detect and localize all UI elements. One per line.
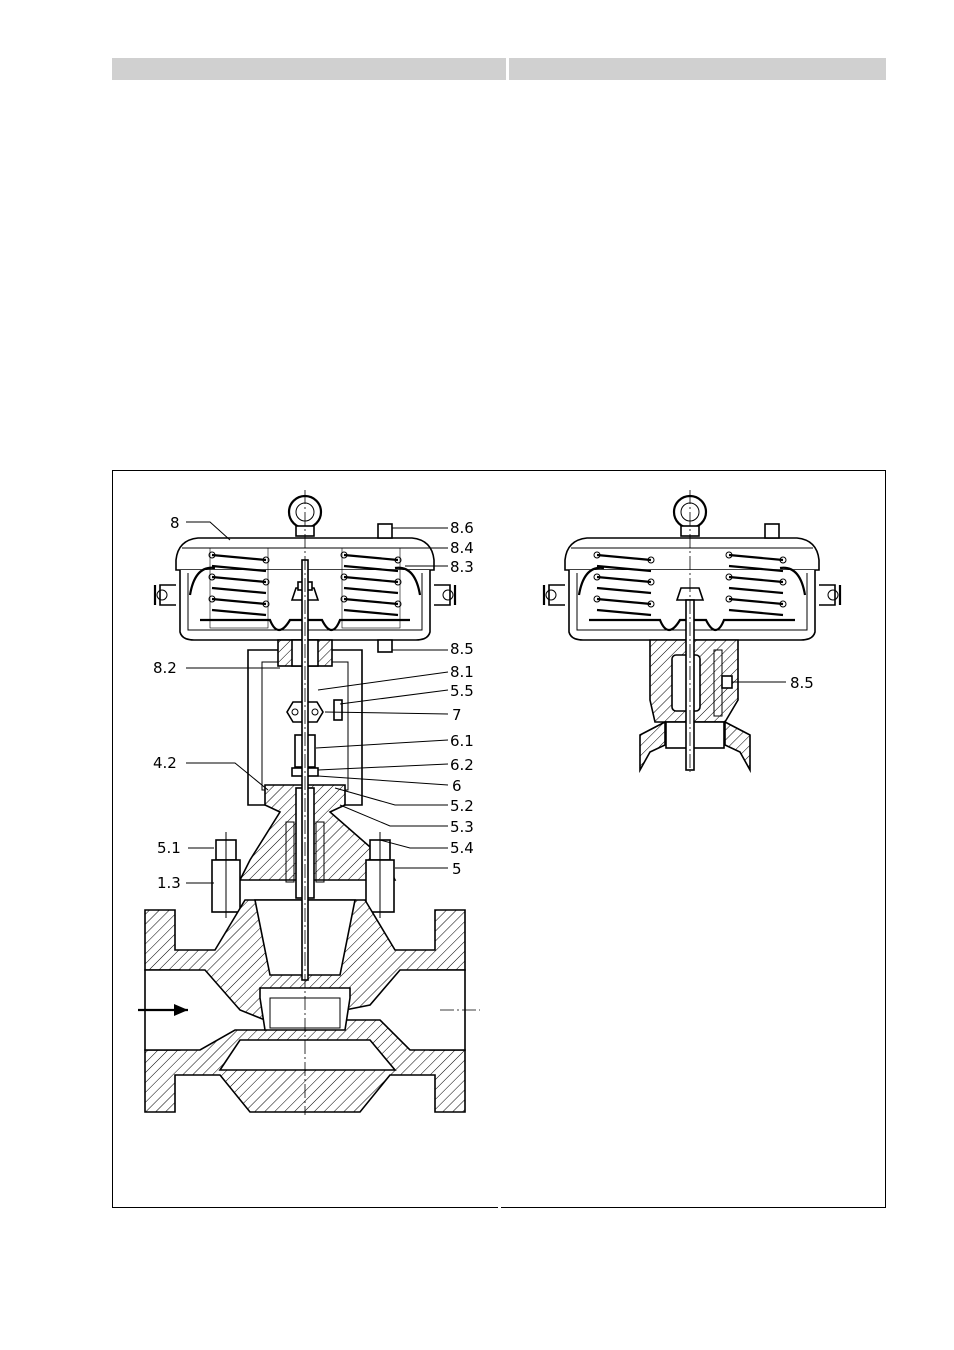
air-connection: [378, 524, 392, 538]
valve-full-assembly: [138, 490, 480, 1115]
callout-6-1: 6.1: [450, 732, 474, 750]
callout-8-5: 8.5: [450, 640, 474, 658]
callout-5-4: 5.4: [450, 839, 474, 857]
callout-5-2: 5.2: [450, 797, 474, 815]
callout-5-1: 5.1: [157, 839, 181, 857]
callouts-variant: 8.5: [732, 674, 814, 692]
valve-body: [138, 900, 480, 1112]
callout-8: 8: [170, 514, 180, 532]
callout-8-4: 8.4: [450, 539, 474, 557]
callout-8-6: 8.6: [450, 519, 474, 537]
actuator-variant: [544, 490, 840, 772]
callout-5-3: 5.3: [450, 818, 474, 836]
callout-8-3: 8.3: [450, 558, 474, 576]
callout-8-2: 8.2: [153, 659, 177, 677]
callout-8-1: 8.1: [450, 663, 474, 681]
callout-5: 5: [452, 860, 462, 878]
callout-6: 6: [452, 777, 462, 795]
callout-4-2: 4.2: [153, 754, 177, 772]
vent-fitting: [378, 640, 392, 652]
callout-7: 7: [452, 706, 462, 724]
callout-1-3: 1.3: [157, 874, 181, 892]
callout-variant-8-5: 8.5: [790, 674, 814, 692]
callout-6-2: 6.2: [450, 756, 474, 774]
callout-5-5: 5.5: [450, 682, 474, 700]
